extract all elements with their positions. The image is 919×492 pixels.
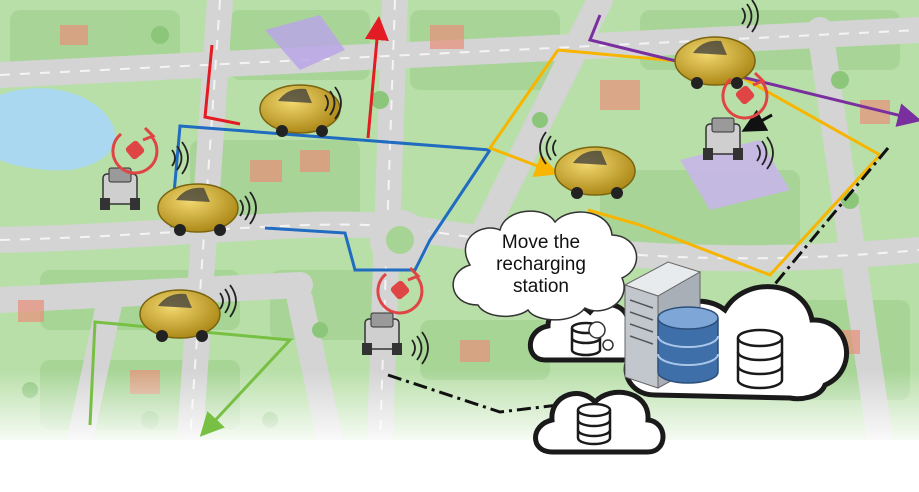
signals bbox=[171, 0, 774, 365]
plugs bbox=[111, 71, 769, 315]
car-icon bbox=[157, 183, 239, 236]
plug-icon bbox=[111, 126, 159, 175]
route-blue-lower bbox=[264, 149, 492, 272]
callout-text: Move the recharging station bbox=[496, 232, 586, 297]
robot-charger-icon bbox=[362, 312, 402, 355]
robot-charger-icon bbox=[100, 167, 140, 210]
car-icon bbox=[674, 36, 756, 89]
robot-charger-icon bbox=[703, 117, 743, 160]
route-red bbox=[203, 44, 241, 126]
charger-move-arrow bbox=[741, 109, 773, 132]
signal-icon bbox=[741, 0, 759, 33]
database-icon bbox=[657, 306, 719, 384]
signal-icon bbox=[219, 284, 237, 318]
route-orange bbox=[487, 49, 560, 177]
signal-icon bbox=[756, 136, 774, 170]
car-icon bbox=[554, 146, 636, 199]
route-red-up bbox=[364, 16, 389, 139]
chargers bbox=[100, 117, 743, 355]
route-blue bbox=[161, 124, 491, 228]
signal-icon bbox=[539, 131, 557, 165]
route-data-link bbox=[387, 147, 890, 414]
routes bbox=[88, 14, 919, 437]
plug-icon bbox=[376, 266, 424, 315]
route-purple bbox=[587, 14, 919, 127]
signal-icon bbox=[411, 331, 429, 365]
signal-icon bbox=[171, 141, 189, 175]
signal-icon bbox=[324, 86, 342, 120]
thought-cloud bbox=[452, 210, 638, 351]
car-icon bbox=[139, 289, 221, 342]
plug-icon bbox=[721, 71, 769, 120]
cars bbox=[139, 36, 756, 342]
signal-icon bbox=[239, 191, 257, 225]
car-icon bbox=[259, 84, 341, 137]
